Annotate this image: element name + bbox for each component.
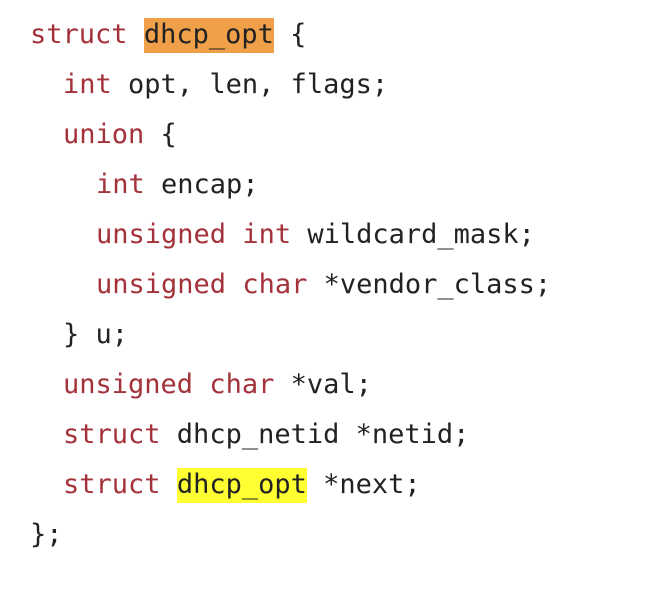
code-line-8: unsigned char *val;	[30, 360, 551, 410]
keyword-token: int	[96, 169, 145, 200]
code-line-11: };	[30, 510, 551, 560]
code-token: {	[144, 119, 177, 150]
code-line-7: } u;	[30, 310, 551, 360]
keyword-token: union	[63, 119, 145, 150]
code-token: dhcp_netid *netid;	[160, 419, 470, 450]
code-token	[128, 19, 144, 50]
code-line-3: union {	[30, 110, 551, 160]
keyword-token: struct	[30, 19, 128, 50]
code-token: };	[30, 519, 63, 550]
code-token: wildcard_mask;	[291, 219, 535, 250]
keyword-token: char	[209, 369, 275, 400]
code-token	[193, 369, 209, 400]
keyword-token: int	[63, 69, 112, 100]
keyword-token: unsigned	[96, 219, 227, 250]
keyword-token: struct	[63, 469, 161, 500]
code-token: *val;	[274, 369, 372, 400]
keyword-token: struct	[63, 419, 161, 450]
code-line-10: struct dhcp_opt *next;	[30, 460, 551, 510]
code-token	[226, 269, 242, 300]
highlighted-struct-reference: dhcp_opt	[176, 468, 307, 503]
code-block: struct dhcp_opt { int opt, len, flags; u…	[30, 10, 551, 560]
keyword-token: unsigned	[96, 269, 227, 300]
code-token: *vendor_class;	[307, 269, 552, 300]
keyword-token: unsigned	[63, 369, 194, 400]
code-token: {	[273, 19, 307, 50]
keyword-token: int	[242, 219, 292, 250]
code-line-6: unsigned char *vendor_class;	[30, 260, 551, 310]
code-token: *next;	[306, 469, 421, 500]
code-token: opt, len, flags;	[111, 69, 389, 100]
code-line-5: unsigned int wildcard_mask;	[30, 210, 551, 260]
code-token: } u;	[63, 319, 129, 350]
code-line-4: int encap;	[30, 160, 551, 210]
code-line-1: struct dhcp_opt {	[30, 10, 551, 60]
code-line-9: struct dhcp_netid *netid;	[30, 410, 551, 460]
code-token	[161, 469, 177, 500]
code-line-2: int opt, len, flags;	[30, 60, 551, 110]
highlighted-struct-name: dhcp_opt	[143, 18, 274, 53]
keyword-token: char	[242, 269, 308, 300]
code-token: encap;	[144, 169, 259, 200]
code-token	[226, 219, 242, 250]
